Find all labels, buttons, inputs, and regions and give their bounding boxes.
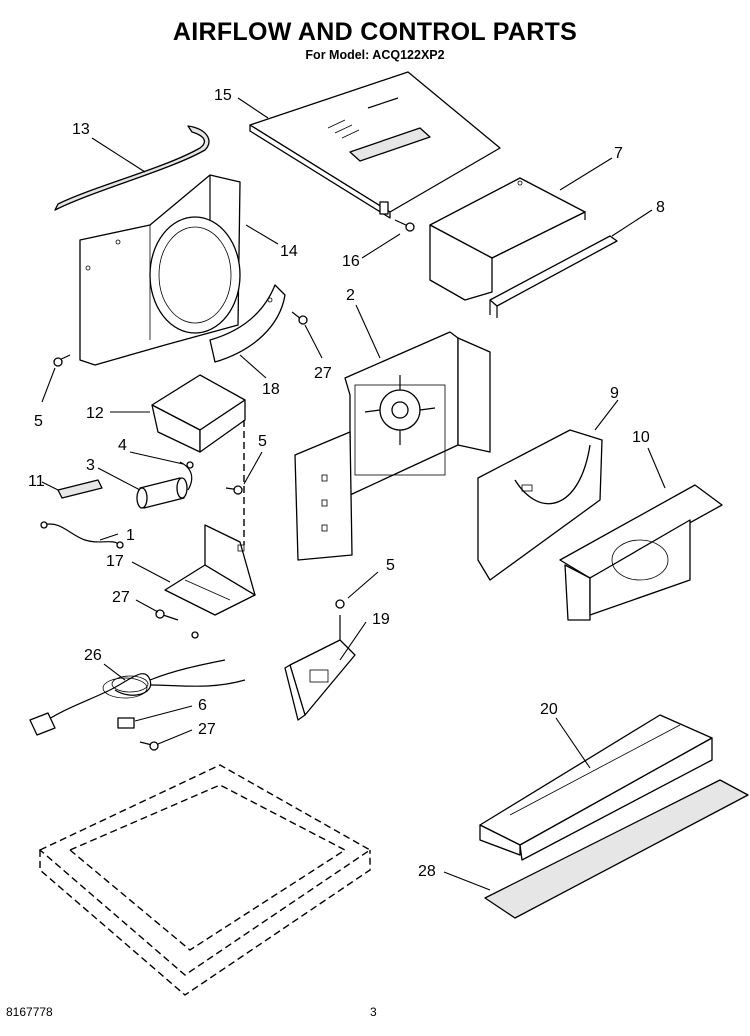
callout-2: 2 [346, 287, 355, 304]
callout-27-b: 27 [112, 589, 130, 606]
callout-7: 7 [614, 145, 623, 162]
part-26-power-cord [29, 659, 246, 736]
part-12-box-cover [151, 374, 246, 453]
part-13-seal [54, 125, 210, 211]
part-3-capacitor [136, 477, 188, 509]
callout-1: 1 [126, 527, 135, 544]
model-subtitle: For Model: ACQ122XP2 [305, 48, 445, 62]
part-5-screw-a [53, 354, 71, 367]
callout-13: 13 [72, 121, 90, 138]
part-5-screw-b [225, 485, 243, 495]
callout-12: 12 [86, 405, 104, 422]
page-title: AIRFLOW AND CONTROL PARTS [172, 18, 578, 46]
part-19-control-board [284, 599, 356, 721]
part-15-top-cover [249, 71, 501, 219]
part-27-screw-b [155, 609, 199, 639]
callout-8: 8 [656, 199, 665, 216]
callout-5-c: 5 [386, 557, 395, 574]
page-number: 3 [370, 1005, 377, 1019]
callout-14: 14 [280, 243, 298, 260]
callout-9: 9 [610, 385, 619, 402]
callout-labels: 13 15 7 8 14 16 2 27 18 5 12 9 10 4 5 11… [28, 87, 665, 880]
part-1-wire [40, 521, 124, 549]
part-14-shroud [79, 174, 241, 366]
callout-27-a: 27 [314, 365, 332, 382]
part-9-scroll [477, 429, 603, 581]
part-27-screw-c [139, 741, 159, 751]
callout-20: 20 [540, 701, 558, 718]
callout-28: 28 [418, 863, 436, 880]
part-2-partition [294, 331, 491, 561]
callout-5-b: 5 [258, 433, 267, 450]
callout-17: 17 [106, 553, 124, 570]
callout-18: 18 [262, 381, 280, 398]
callout-19: 19 [372, 611, 390, 628]
callout-4: 4 [118, 437, 127, 454]
part-10-housing [559, 484, 723, 621]
callout-5-a: 5 [34, 413, 43, 430]
callout-26: 26 [84, 647, 102, 664]
part-17-bracket [164, 524, 256, 616]
part-20-drain-pan [479, 714, 713, 861]
part-18-panel [209, 284, 286, 363]
document-number: 8167778 [6, 1005, 53, 1019]
callout-3: 3 [86, 457, 95, 474]
callout-27-c: 27 [198, 721, 216, 738]
callout-6: 6 [198, 697, 207, 714]
base-pan-outline [38, 764, 372, 996]
part-16-screw [394, 219, 415, 232]
leader-lines [41, 97, 666, 891]
part-7-cover [429, 177, 586, 301]
part-8-strip [489, 235, 618, 318]
part-6-clamp [117, 717, 135, 729]
callout-11: 11 [28, 473, 45, 490]
part-27-screw-a [291, 311, 308, 325]
part-28-filter [484, 779, 749, 919]
callout-15: 15 [214, 87, 232, 104]
callout-10: 10 [632, 429, 650, 446]
callout-16: 16 [342, 253, 360, 270]
part-11-label [57, 479, 103, 499]
